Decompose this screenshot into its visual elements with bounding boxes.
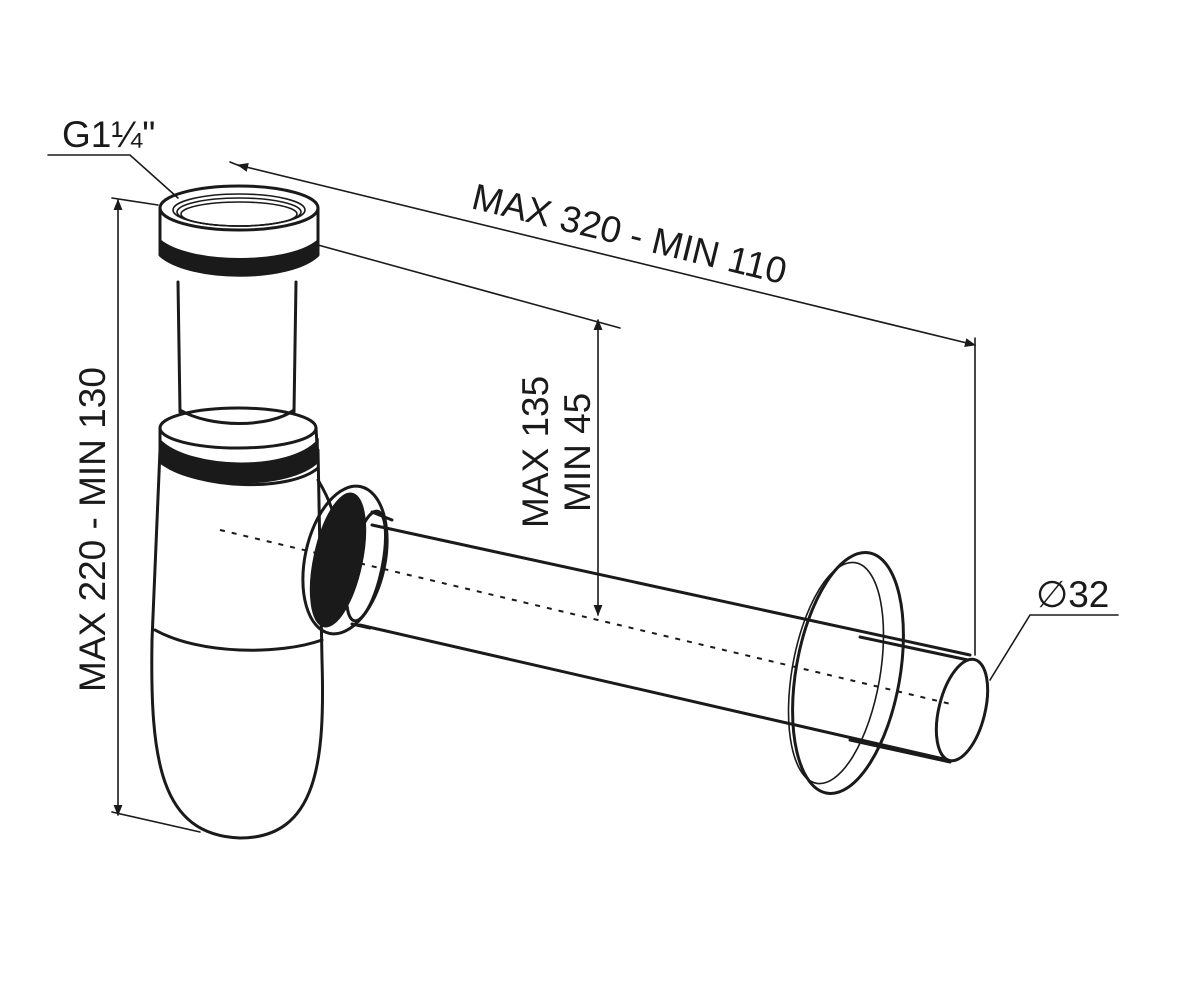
wall-rosette <box>787 551 970 795</box>
outlet-height-dimension: MAX 135 MIN 45 <box>317 244 621 617</box>
overall-width-label: MAX 320 - MIN 110 <box>468 176 791 292</box>
pipe-diameter-label: ∅32 <box>1036 574 1109 615</box>
top-threaded-nut <box>158 184 320 277</box>
pipe-diameter-leader: ∅32 <box>989 574 1119 681</box>
standpipe <box>176 280 298 425</box>
body-coupling-ring <box>158 406 320 484</box>
thread-size-label: G1¼" <box>62 114 155 155</box>
thread-leader: G1¼" <box>47 114 179 199</box>
outlet-coupling-ring <box>301 484 394 636</box>
overall-height-dimension: MAX 220 - MIN 130 <box>72 197 201 833</box>
trap-body <box>150 448 338 840</box>
outlet-height-min-label: MIN 45 <box>557 393 598 512</box>
overall-height-label: MAX 220 - MIN 130 <box>72 367 113 692</box>
outlet-height-max-label: MAX 135 <box>515 376 556 528</box>
